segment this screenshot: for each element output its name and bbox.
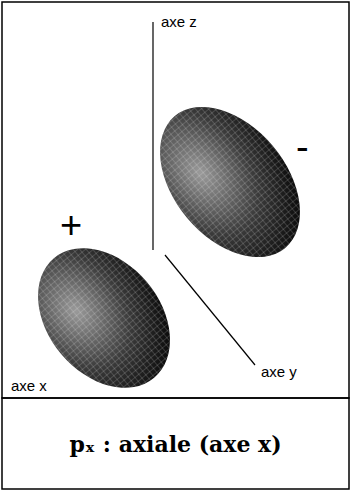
axis-label: axe x <box>10 378 48 393</box>
positive-lobe <box>11 222 197 413</box>
axis-label: axe z <box>160 14 198 29</box>
caption: pₓ : axiale (axe x) <box>4 400 347 488</box>
caption-frame <box>2 398 349 489</box>
phase-sign: - <box>296 128 309 166</box>
y-axis <box>165 255 255 365</box>
z-axis <box>152 22 153 250</box>
phase-sign: + <box>60 206 82 244</box>
negative-lobe <box>132 80 328 284</box>
axis-label: axe y <box>260 364 298 379</box>
